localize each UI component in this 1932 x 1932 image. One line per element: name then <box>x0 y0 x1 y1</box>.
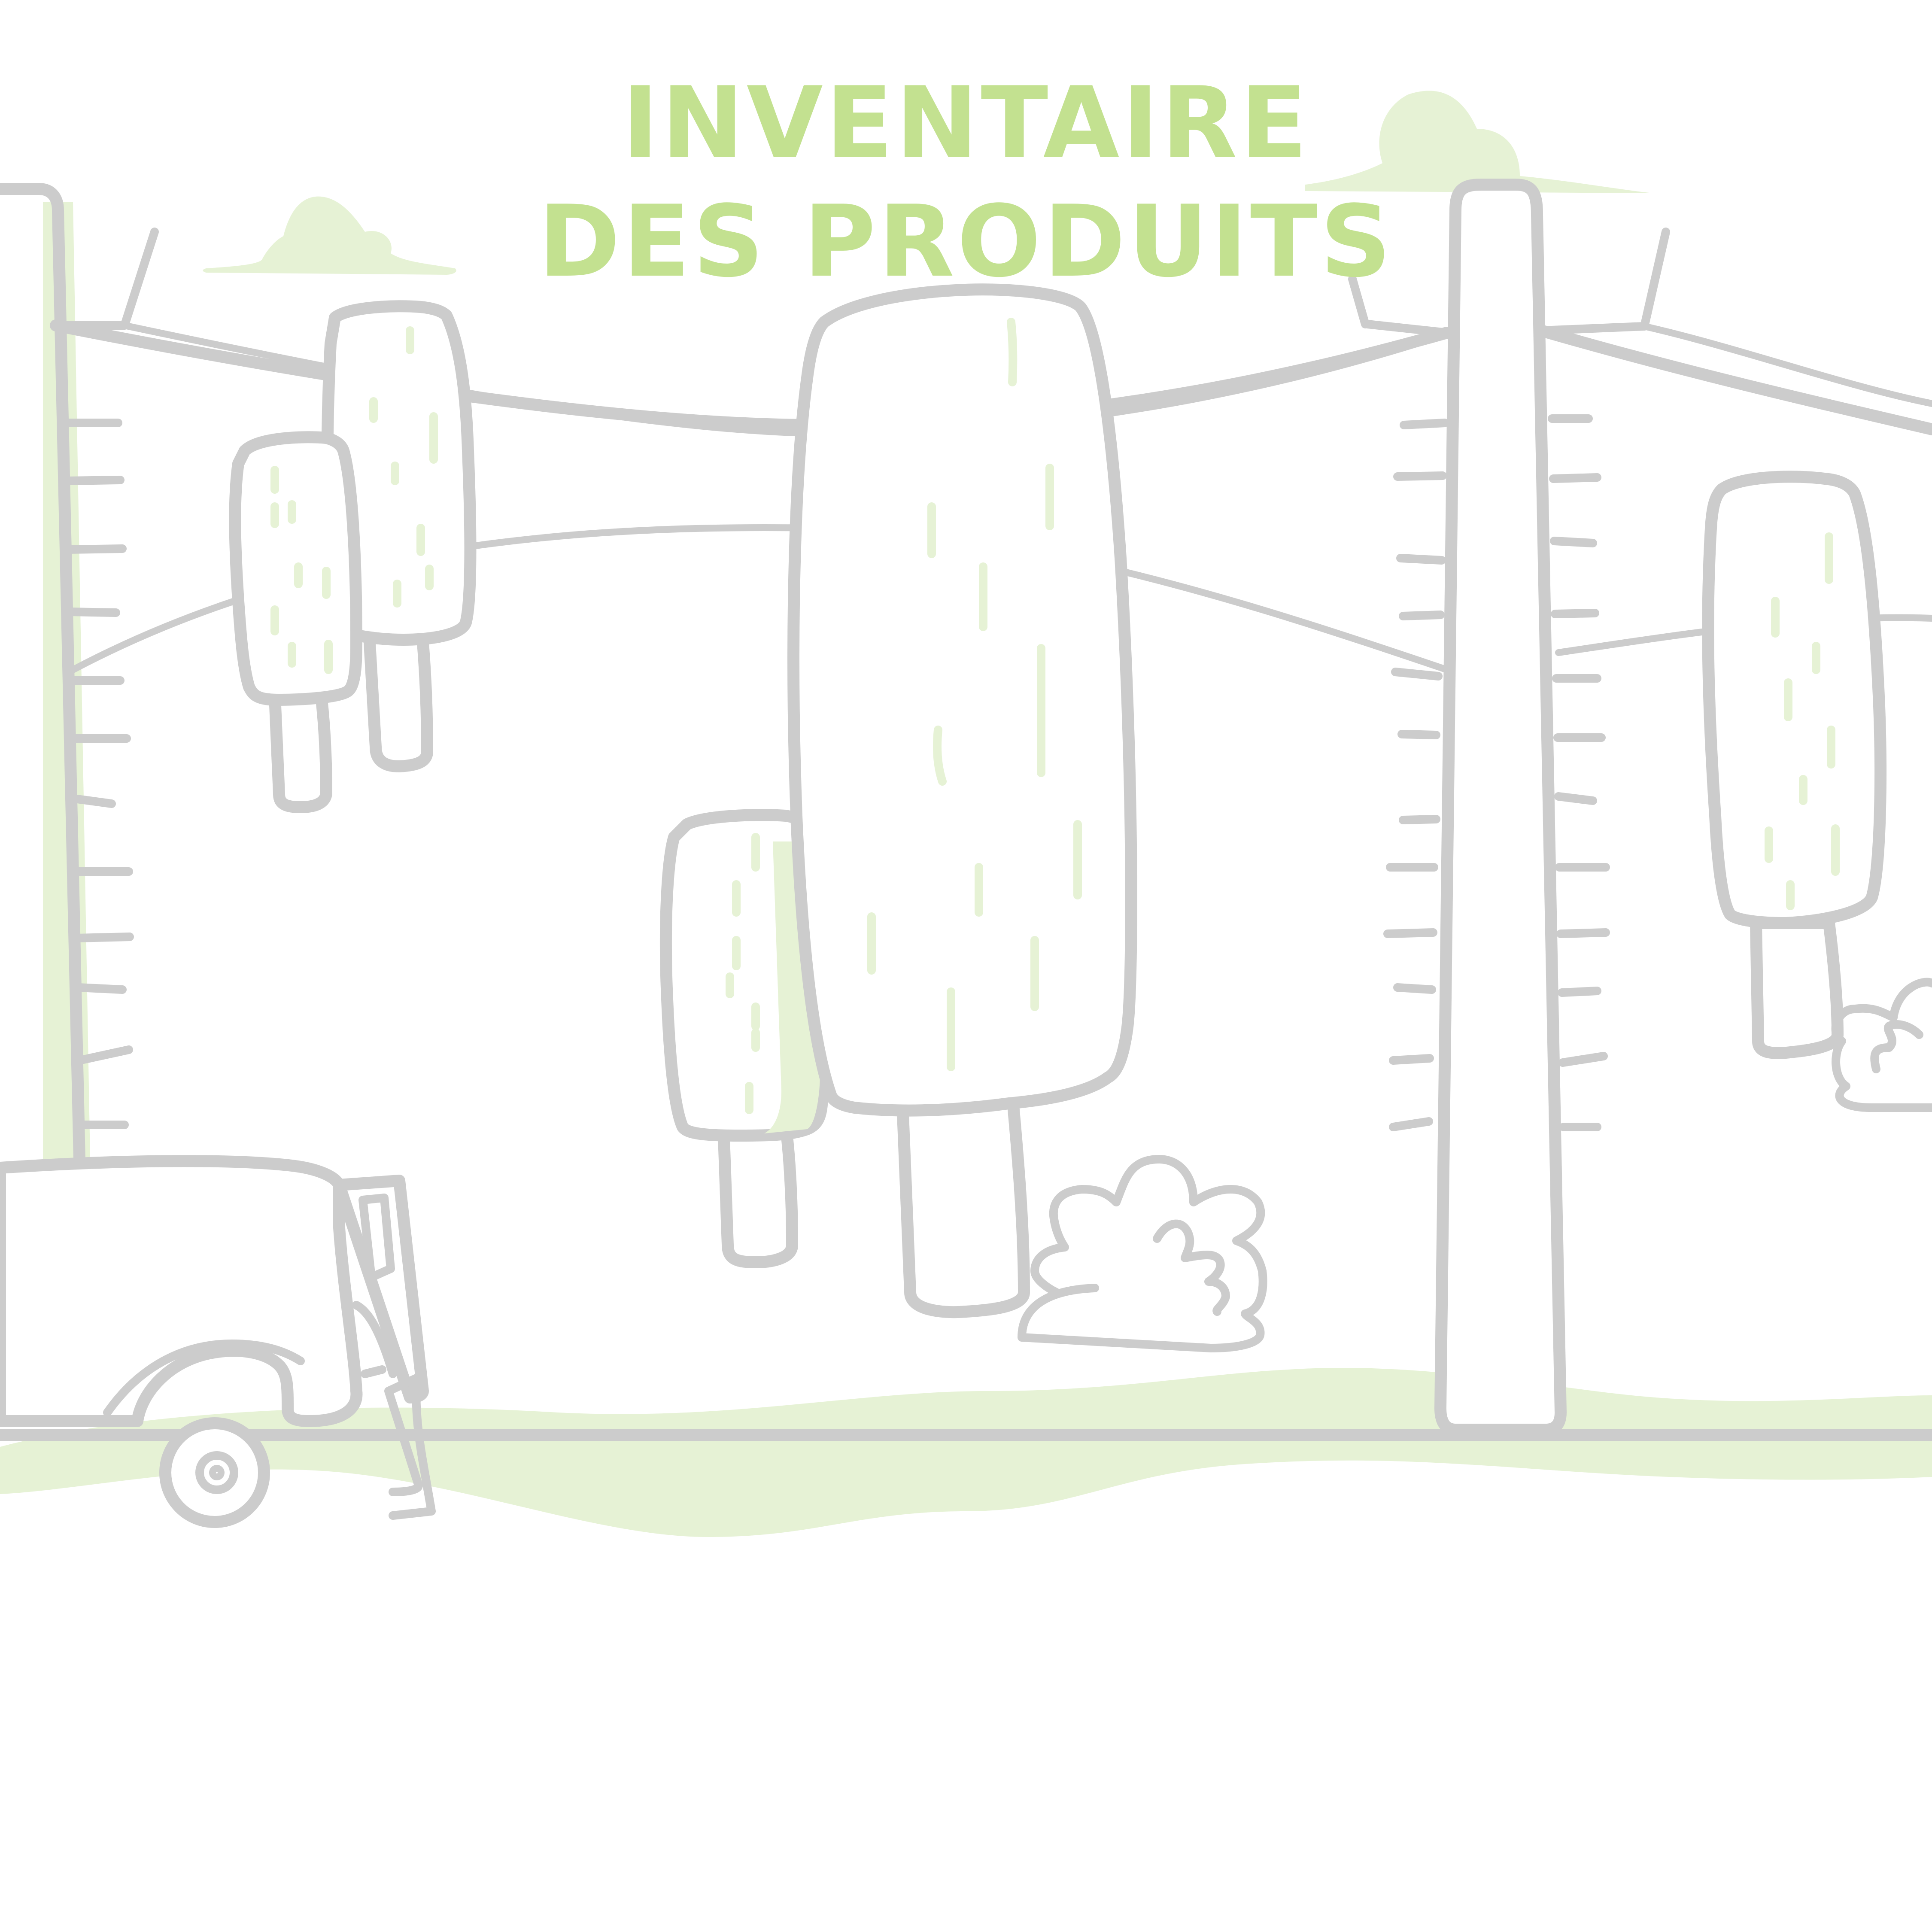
tree-icon <box>229 431 362 813</box>
bush-icon <box>1018 1155 1267 1352</box>
tree-icon <box>1702 471 1886 1059</box>
tree-icon <box>321 300 477 772</box>
cloud-icon <box>1305 91 1653 193</box>
tree-icon <box>787 283 1137 1318</box>
bush-icon <box>1831 978 1932 1112</box>
cloud-icon <box>203 196 456 275</box>
utility-pole-icon <box>1348 179 1670 1436</box>
truck-icon <box>0 1155 436 1528</box>
utility-pole-icon <box>0 183 159 1165</box>
